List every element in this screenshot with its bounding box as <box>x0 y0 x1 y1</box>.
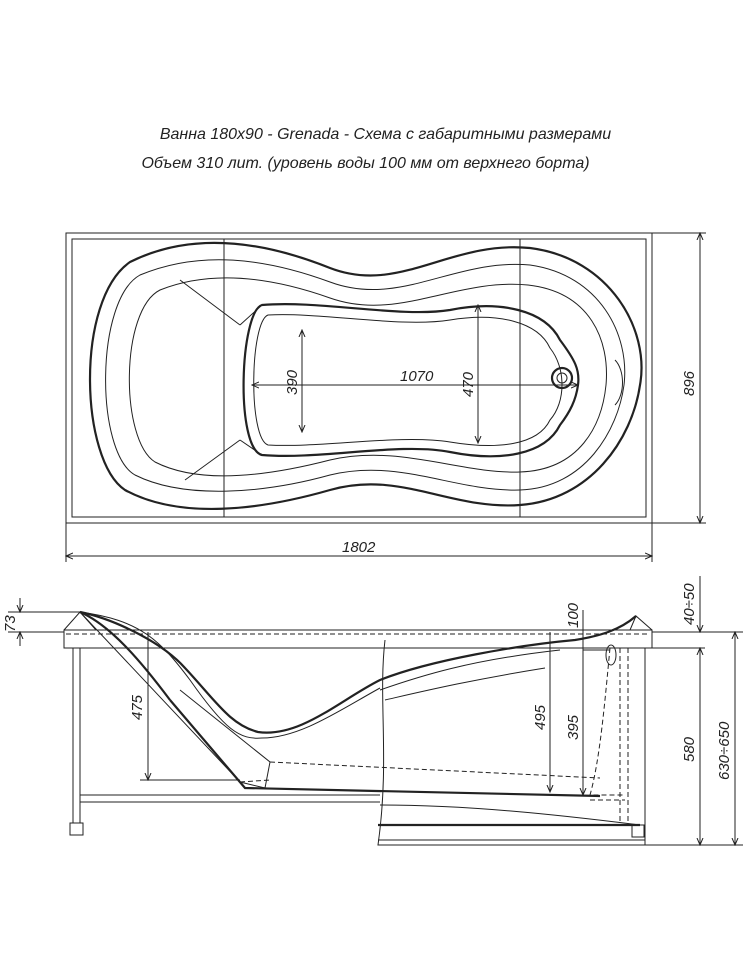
water-depth-label: 395 <box>565 714 582 740</box>
overflow-icon <box>605 644 617 666</box>
rim-side <box>63 629 653 649</box>
body-height-label: 580 <box>681 736 698 762</box>
length-label: 1802 <box>342 539 376 556</box>
tub-rim-contour <box>89 241 643 511</box>
side-view: 73 475 495 395 100 40÷50 580 630÷650 <box>2 576 743 845</box>
basin-narrow-label: 390 <box>284 369 301 395</box>
leg-adjust-label: 40÷50 <box>681 583 698 625</box>
drawing-title: Ванна 180x90 - Grenada - Схема с габарит… <box>159 126 612 143</box>
total-height-label: 630÷650 <box>716 721 733 780</box>
top-view: 1802 896 1070 390 470 <box>66 233 706 562</box>
headrest-rise-label: 73 <box>2 615 19 632</box>
leg-left <box>72 647 81 824</box>
basin-wide-label: 470 <box>460 371 477 397</box>
width-label: 896 <box>681 370 698 396</box>
drawing-subtitle: Объем 310 лит. (уровень воды 100 мм от в… <box>141 155 590 172</box>
basin-length-label: 1070 <box>400 368 434 385</box>
shell-profile <box>79 610 637 734</box>
total-depth-label: 495 <box>532 704 549 730</box>
water-level-label: 100 <box>565 602 582 628</box>
seat-depth-label: 475 <box>129 694 146 720</box>
bathtub-outline-top <box>65 232 653 524</box>
